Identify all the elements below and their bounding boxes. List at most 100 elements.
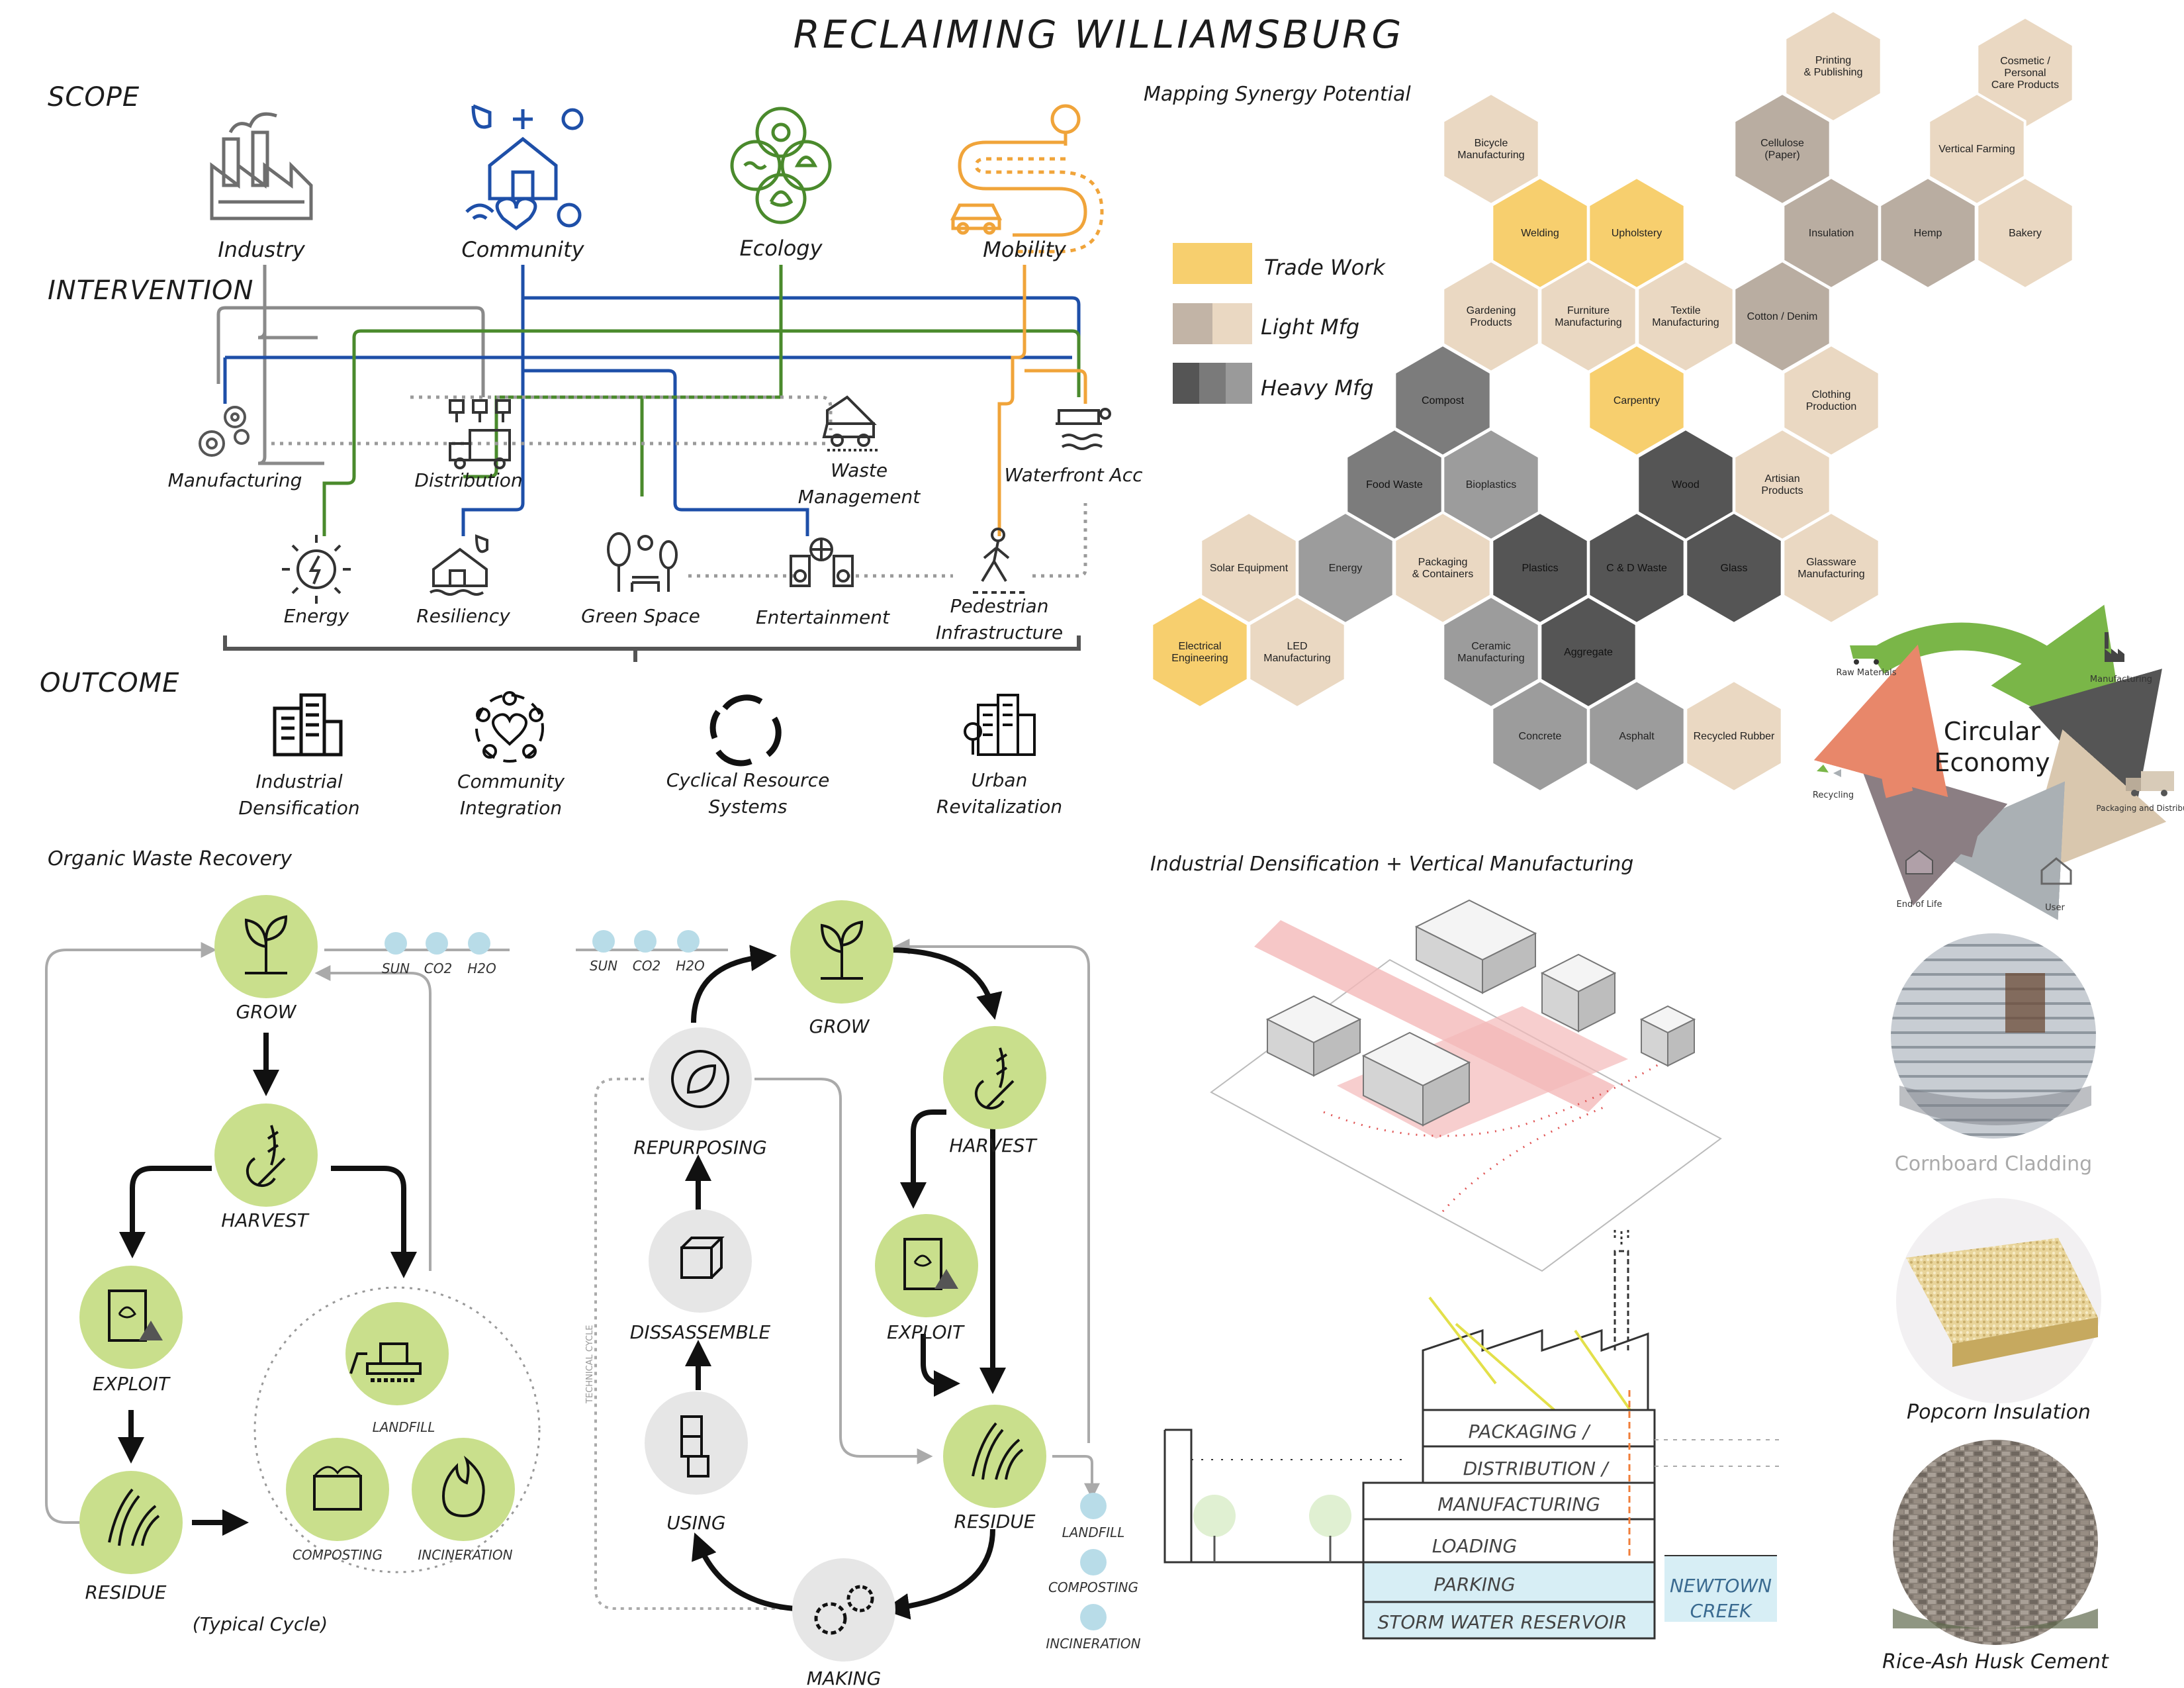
- hex-label: Electrical: [1179, 641, 1222, 652]
- sawtooth-roof: [1422, 1329, 1649, 1410]
- hex-label: Textile: [1670, 305, 1700, 316]
- typical-cycle-arrows: [118, 1033, 417, 1536]
- hex-cell: Bakery: [1976, 175, 2075, 291]
- input-tags-improved: [592, 930, 700, 953]
- outcome-label-4b: Revitalization: [936, 796, 1062, 818]
- hex-label: Products: [1470, 317, 1512, 328]
- axo-building-3: [1414, 899, 1537, 994]
- people-heart-icon: [475, 691, 544, 763]
- hex-label: Production: [1806, 401, 1857, 412]
- intervention-label-distribution: Distribution: [414, 469, 522, 491]
- outcome-heading: OUTCOME: [40, 668, 179, 698]
- h2o-icon: [468, 932, 490, 955]
- section-label-packaging: PACKAGING /: [1469, 1421, 1591, 1442]
- hex-cell: Printing& Publishing: [1784, 9, 1883, 124]
- scope-label-community: Community: [461, 237, 584, 262]
- buildings-icon: [273, 693, 343, 757]
- road-car-icon: [950, 104, 1104, 254]
- landfill-node: [345, 1302, 449, 1405]
- hex-label: Manufacturing: [1457, 150, 1524, 161]
- legend-swatch-heavy: [1173, 363, 1199, 404]
- improved-incineration-label: INCINERATION: [1046, 1636, 1140, 1652]
- typical-incineration-label: INCINERATION: [418, 1547, 512, 1563]
- hex-label: Products: [1761, 485, 1803, 496]
- sun-rays: [1428, 1296, 1636, 1418]
- hex-label: Upholstery: [1612, 228, 1662, 239]
- poster-title: RECLAIMING WILLIAMSBURG: [794, 12, 1404, 57]
- street-trees: [1193, 1495, 1351, 1562]
- hex-label: Packaging: [1418, 557, 1468, 568]
- hex-shape: [1684, 679, 1784, 794]
- hex-label: Cotton / Denim: [1747, 311, 1818, 322]
- input-h2o-2: H2O: [676, 958, 705, 974]
- intervention-label-pedestrian-2: Infrastructure: [936, 622, 1063, 643]
- material-label-riceash: Rice-Ash Husk Cement: [1882, 1650, 2109, 1673]
- hex-label: Food Waste: [1366, 479, 1423, 491]
- hex-label: Insulation: [1809, 228, 1854, 239]
- hex-label: Energy: [1329, 563, 1363, 574]
- co2-icon: [634, 930, 657, 953]
- recycle-arrows-icon: [709, 694, 782, 767]
- section-label-manufacturing: MANUFACTURING: [1437, 1493, 1600, 1515]
- ecology-circles-icon: [730, 107, 832, 224]
- hex-label: Concrete: [1519, 731, 1562, 742]
- hex-cell: Solar Equipment: [1199, 510, 1298, 626]
- improved-harvest-node: [943, 1026, 1046, 1129]
- outcome-label-2b: Integration: [460, 797, 562, 819]
- typical-grow-node: [214, 895, 318, 998]
- pedestrian-icon: [973, 528, 1026, 594]
- typical-grow-label: GROW: [236, 1001, 297, 1023]
- intervention-label-greenspace: Green Space: [581, 605, 700, 627]
- circular-stage-packaging: Packaging and Distribution: [2096, 804, 2184, 813]
- circular-title-1: Circular: [1944, 717, 2041, 746]
- improved-making-label: MAKING: [807, 1667, 882, 1688]
- axo-building-2: [1361, 1031, 1471, 1127]
- input-co2-1: CO2: [424, 961, 452, 976]
- shield-house-icon: [429, 534, 488, 596]
- synergy-heading: Mapping Synergy Potential: [1144, 83, 1411, 106]
- creek-label-2: CREEK: [1690, 1600, 1753, 1622]
- improved-exploit-node: [875, 1214, 978, 1317]
- floor-reservoir: [1362, 1601, 1656, 1640]
- hex-label: Care Products: [1991, 79, 2059, 91]
- sun-icon: [592, 930, 615, 953]
- hex-label: Manufacturing: [1652, 317, 1719, 328]
- hex-label: LED: [1287, 641, 1307, 652]
- cycle-arc-lightgrey: [1923, 781, 2066, 921]
- floor-loading: [1362, 1518, 1656, 1564]
- co2-icon: [426, 932, 448, 955]
- scope-label-mobility: Mobility: [983, 237, 1067, 262]
- improved-repurposing-label: REPURPOSING: [633, 1137, 767, 1158]
- typical-exploit-label: EXPLOIT: [93, 1373, 171, 1395]
- hex-shape: [1784, 9, 1883, 124]
- legend-label-light: Light Mfg: [1261, 314, 1359, 340]
- making-node: [792, 1558, 895, 1662]
- hex-cell: Glass: [1684, 510, 1784, 626]
- disposal-dotted-circle: [253, 1286, 541, 1573]
- hex-label: Asphalt: [1619, 731, 1655, 742]
- section-label-reservoir: STORM WATER RESERVOIR: [1378, 1611, 1627, 1633]
- legend-label-trade: Trade Work: [1264, 255, 1386, 280]
- improved-grow-label: GROW: [809, 1015, 870, 1037]
- rail-line: [1323, 1058, 1668, 1137]
- hex-label: Bicycle: [1475, 138, 1508, 149]
- scope-label-industry: Industry: [218, 237, 306, 262]
- material-label-popcorn: Popcorn Insulation: [1907, 1401, 2091, 1424]
- outcome-label-4a: Urban: [972, 769, 1028, 791]
- hex-label: C & D Waste: [1606, 563, 1667, 574]
- hex-cell: Concrete: [1490, 679, 1590, 794]
- hex-label: Ceramic: [1471, 641, 1511, 652]
- densification-heading: Industrial Densification + Vertical Manu…: [1150, 853, 1633, 876]
- delivery-truck-icon: [2126, 771, 2174, 796]
- creek-label-1: NEWTOWN: [1670, 1575, 1772, 1597]
- typical-exploit-node: [79, 1266, 183, 1369]
- community-house-icon: [465, 104, 584, 231]
- hex-label: Aggregate: [1564, 647, 1613, 658]
- incineration-small-icon: [1080, 1604, 1107, 1630]
- circular-stage-user: User: [2045, 903, 2065, 913]
- material-photo-riceash: [1893, 1440, 2098, 1645]
- connection-lines: [216, 265, 1087, 578]
